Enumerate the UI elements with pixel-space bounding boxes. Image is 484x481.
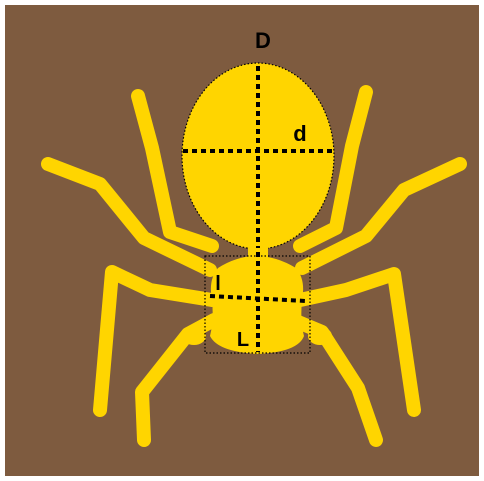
label-prosoma-length: L	[237, 329, 249, 351]
label-prosoma-width: l	[215, 273, 221, 295]
label-abdomen-length: D	[255, 28, 271, 53]
label-abdomen-width: d	[293, 121, 306, 146]
pedipalp-right	[308, 327, 332, 345]
pedipalp-left	[182, 327, 206, 345]
